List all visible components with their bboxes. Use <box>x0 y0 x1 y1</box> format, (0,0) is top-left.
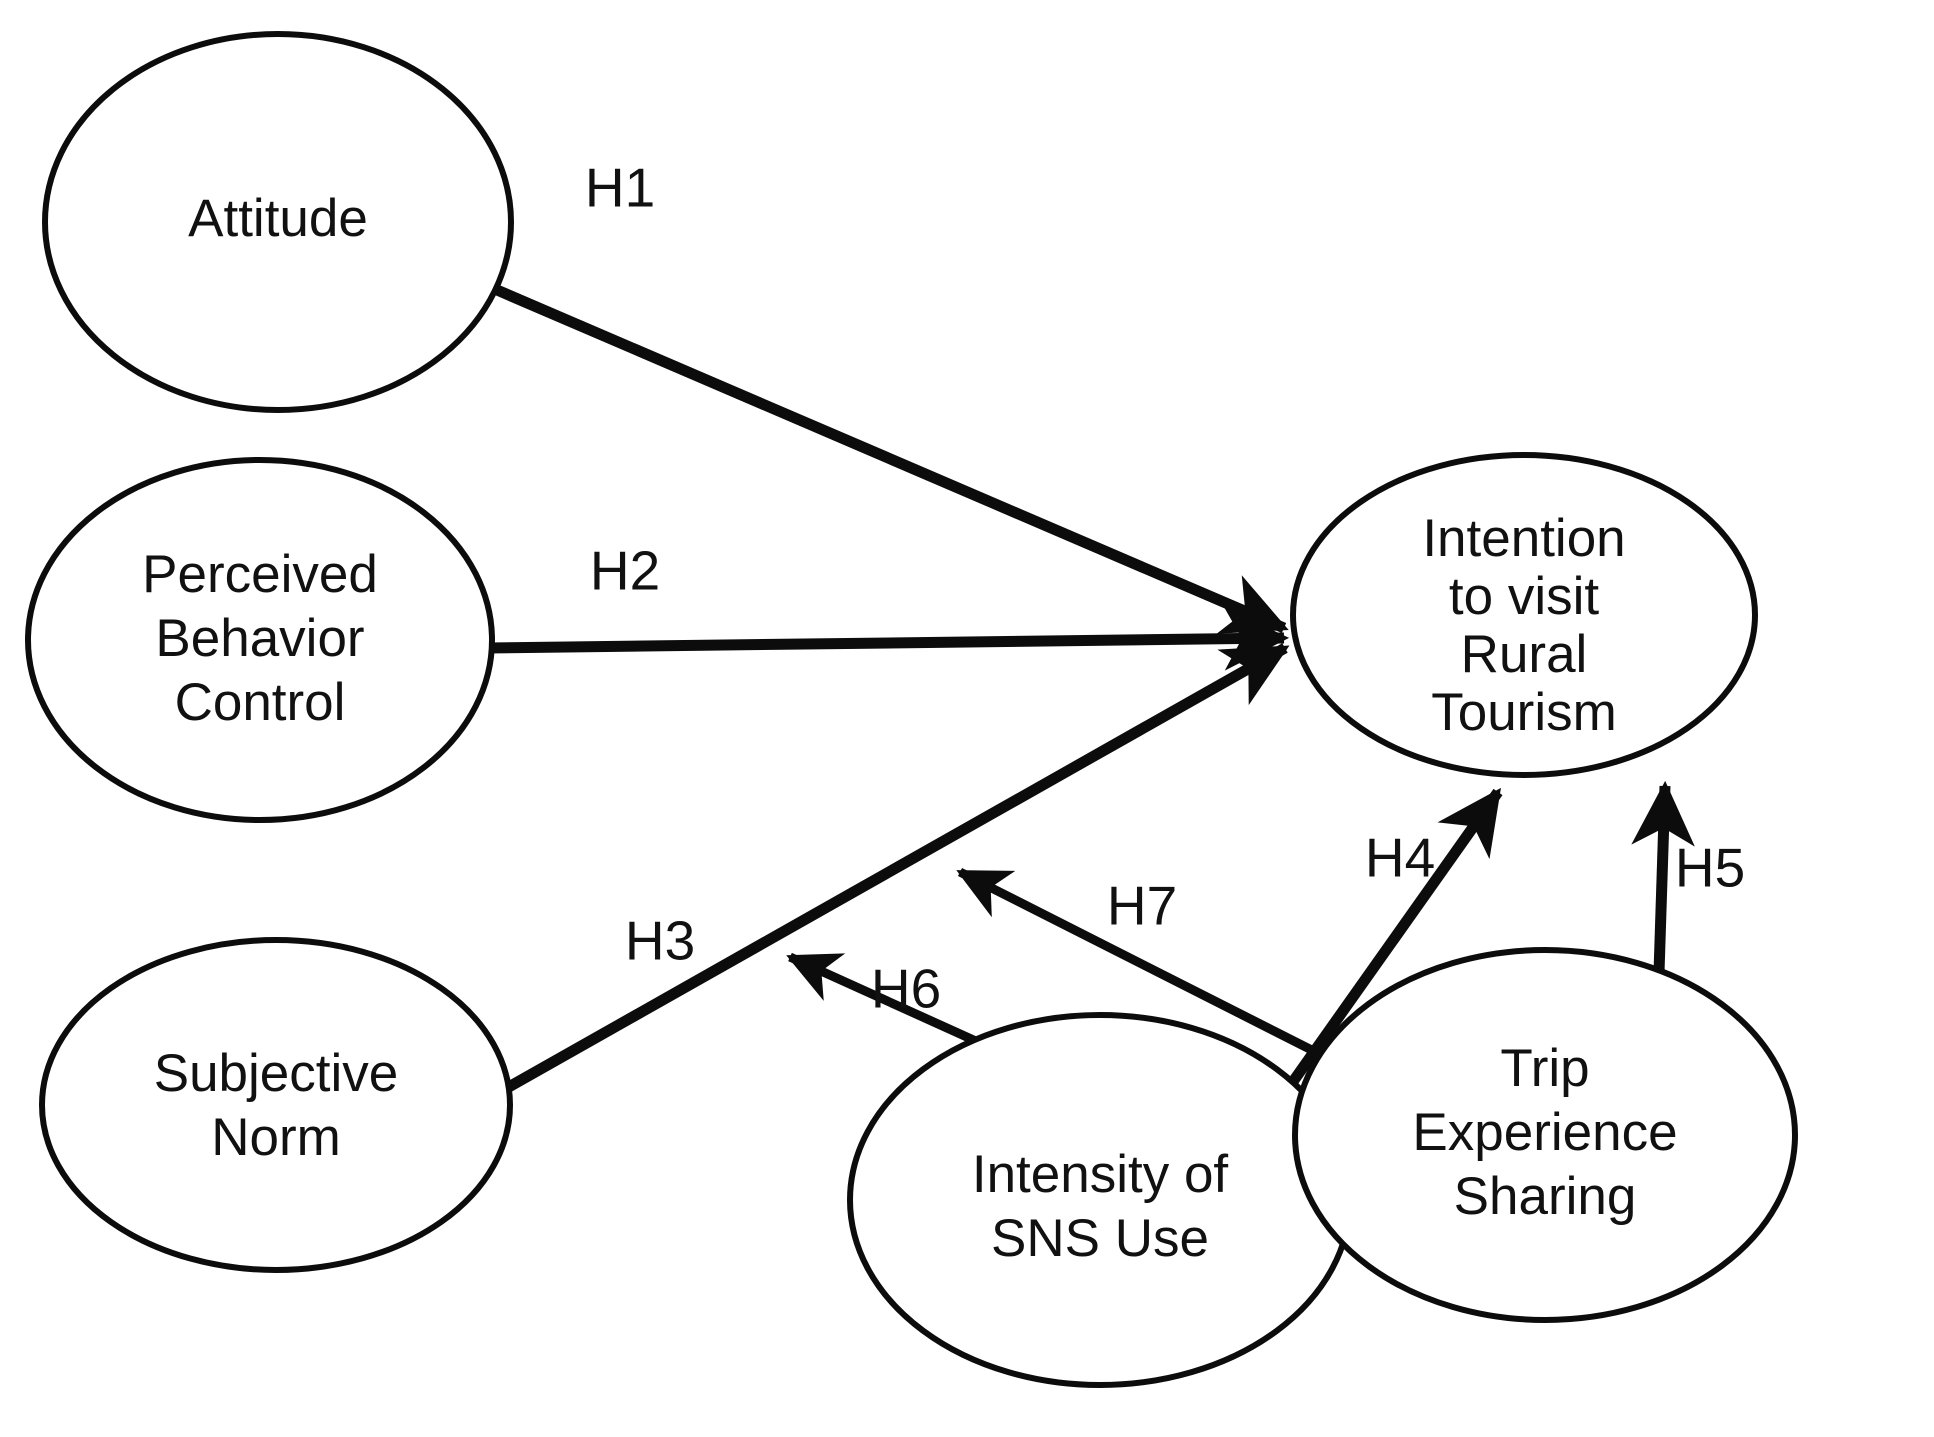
path-label-h4: H4 <box>1365 827 1435 889</box>
node-perceived-behavior-control-shape <box>25 457 495 823</box>
node-perceived-behavior-control-label-line-0: Perceived <box>142 545 378 604</box>
node-intention-to-visit-rural-tourism-label-line-3: Tourism <box>1431 683 1617 742</box>
node-trip-experience-sharing-shape <box>1292 947 1798 1323</box>
path-label-h5: H5 <box>1675 837 1745 899</box>
node-intention-to-visit-rural-tourism[interactable]: Intention to visit Rural Tourism <box>1290 452 1758 778</box>
node-intention-to-visit-rural-tourism-shape <box>1290 452 1758 778</box>
path-h3-line <box>497 643 1290 1097</box>
node-perceived-behavior-control-label-line-1: Behavior <box>155 609 364 668</box>
node-attitude-label-line-0: Attitude <box>188 189 368 248</box>
node-attitude[interactable]: Attitude <box>42 31 514 413</box>
path-label-h3: H3 <box>625 910 695 972</box>
path-label-h2: H2 <box>590 540 660 602</box>
node-subjective-norm-label-line-0: Subjective <box>154 1044 399 1103</box>
path-label-h7: H7 <box>1107 875 1177 937</box>
node-trip-experience-sharing-label-line-0: Trip <box>1500 1039 1589 1098</box>
node-intention-to-visit-rural-tourism-label-line-1: to visit <box>1449 567 1599 626</box>
node-attitude-shape <box>42 31 514 413</box>
node-trip-experience-sharing-label-line-2: Sharing <box>1454 1167 1637 1226</box>
node-intention-to-visit-rural-tourism-label-line-2: Rural <box>1461 625 1588 684</box>
node-intensity-of-sns-use[interactable]: Intensity of SNS Use <box>847 1012 1353 1388</box>
path-label-h6: H6 <box>871 958 941 1020</box>
node-subjective-norm[interactable]: Subjective Norm <box>39 937 513 1273</box>
node-perceived-behavior-control[interactable]: Perceived Behavior Control <box>25 457 495 823</box>
node-trip-experience-sharing-label-line-1: Experience <box>1412 1103 1677 1162</box>
path-h4-line <box>1287 787 1503 1087</box>
node-perceived-behavior-control-label-line-2: Control <box>175 673 346 732</box>
path-h1-line <box>494 284 1289 634</box>
node-subjective-norm-label-line-1: Norm <box>211 1108 341 1167</box>
path-label-h1: H1 <box>585 157 655 219</box>
node-subjective-norm-shape <box>39 937 513 1273</box>
node-trip-experience-sharing[interactable]: Trip Experience Sharing <box>1292 947 1798 1323</box>
node-intensity-of-sns-use-label-line-0: Intensity of <box>972 1145 1229 1204</box>
node-intensity-of-sns-use-label-line-1: SNS Use <box>991 1209 1209 1268</box>
path-h6-line <box>786 952 1002 1057</box>
path-h2-line <box>486 606 1290 671</box>
node-intention-to-visit-rural-tourism-label-line-0: Intention <box>1422 509 1625 568</box>
